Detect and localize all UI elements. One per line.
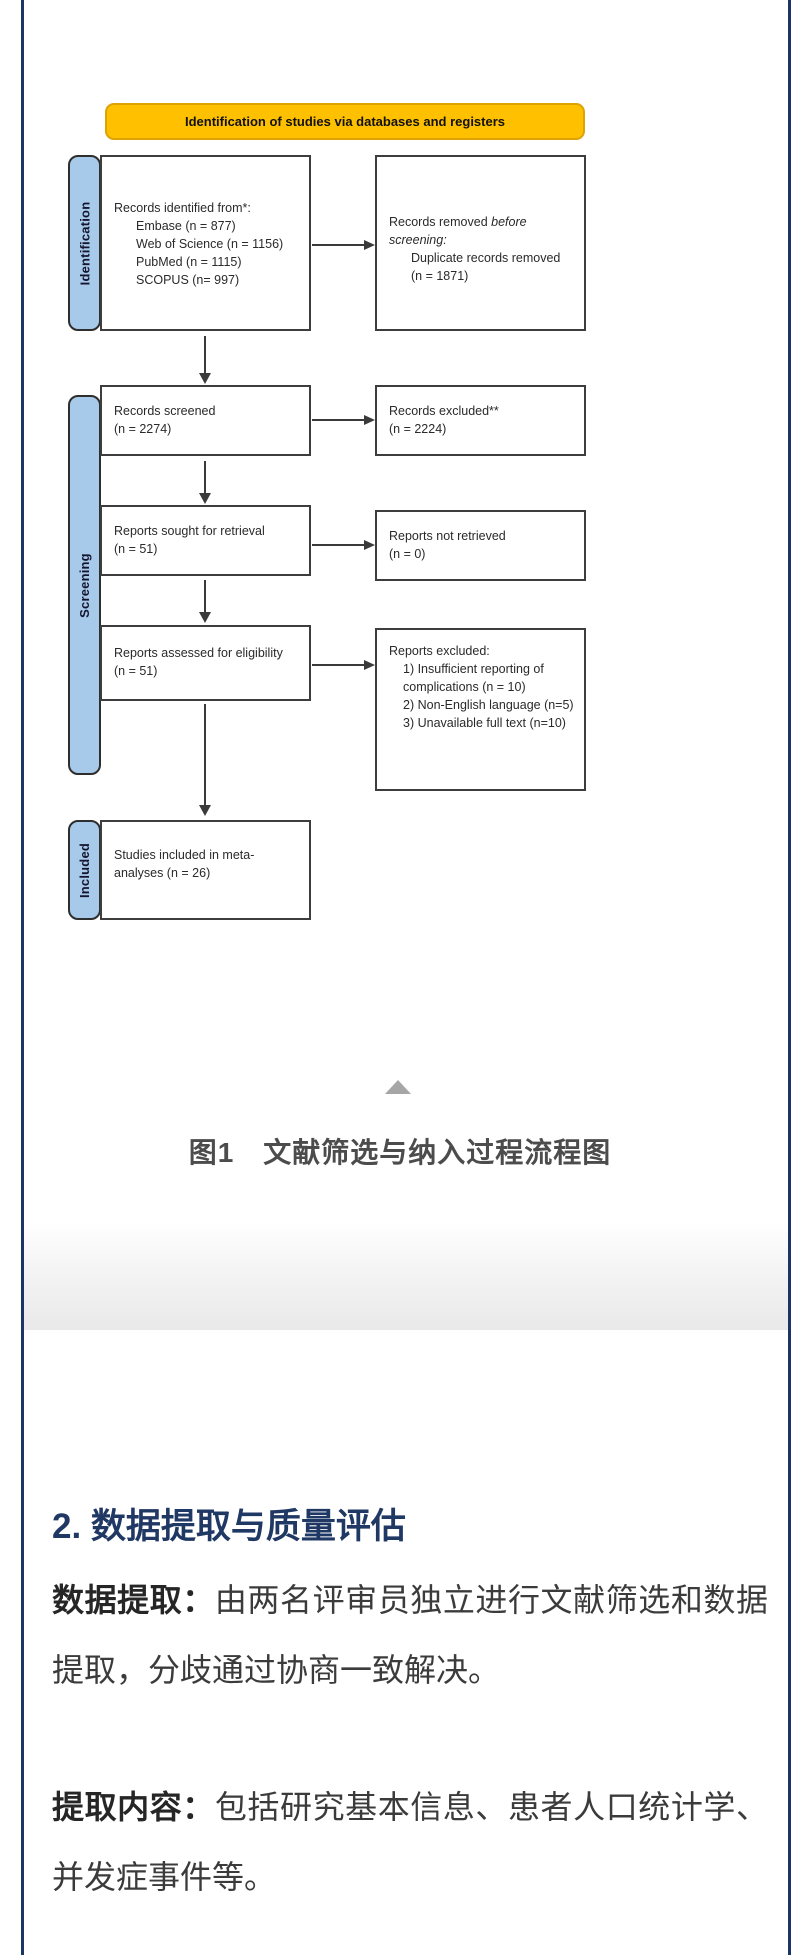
box-line: 1) Insufficient reporting of complicatio… (403, 662, 544, 694)
box-line: (n = 51) (114, 542, 158, 556)
paragraph-extraction-content: 提取内容：包括研究基本信息、患者人口统计学、并发症事件等。 (52, 1772, 768, 1912)
arrow-down-4 (199, 704, 211, 816)
box-line: Duplicate records removed (411, 251, 561, 265)
section-heading: 2. 数据提取与质量评估 (52, 1507, 406, 1546)
box-reports-sought: Reports sought for retrieval (n = 51) (100, 505, 311, 576)
paragraph-lead: 提取内容： (52, 1789, 215, 1825)
box-reports-assessed: Reports assessed for eligibility (n = 51… (100, 625, 311, 701)
page-right-border (788, 0, 791, 1955)
arrow-right-row4 (312, 660, 375, 670)
prisma-banner: Identification of studies via databases … (105, 103, 585, 140)
box-reports-excluded: Reports excluded: 1) Insufficient report… (375, 628, 586, 791)
paragraph-data-extraction: 数据提取：由两名评审员独立进行文献筛选和数据提取，分歧通过协商一致解决。 (52, 1565, 768, 1705)
box-title: Records identified from*: (114, 201, 251, 215)
box-line: (n = 2274) (114, 422, 172, 436)
box-line: (n = 0) (389, 547, 426, 561)
box-line: (n = 2224) (389, 422, 447, 436)
arrow-right-row3 (312, 540, 375, 550)
box-line: Embase (n = 877) (136, 219, 236, 233)
box-line: Records excluded** (389, 404, 499, 418)
box-line: analyses (n = 26) (114, 866, 211, 880)
box-records-screened: Records screened (n = 2274) (100, 385, 311, 456)
box-line: PubMed (n = 1115) (136, 255, 242, 269)
box-records-identified: Records identified from*: Embase (n = 87… (100, 155, 311, 331)
box-title: Reports excluded: (389, 644, 490, 658)
box-line: (n = 51) (114, 664, 158, 678)
arrow-right-row1 (312, 240, 375, 250)
box-records-excluded: Records excluded** (n = 2224) (375, 385, 586, 456)
box-line: Studies included in meta- (114, 848, 255, 862)
box-reports-not-retrieved: Reports not retrieved (n = 0) (375, 510, 586, 581)
stage-screening-label: Screening (77, 552, 92, 618)
arrow-down-1 (199, 336, 211, 384)
box-line: Reports sought for retrieval (114, 524, 265, 538)
box-line: Web of Science (n = 1156) (136, 237, 284, 251)
stage-included-label: Included (77, 842, 92, 898)
section-divider-band (24, 1222, 788, 1330)
box-title-text: Records removed (389, 215, 492, 229)
figure-caption: 图1 文献筛选与纳入过程流程图 (188, 1137, 612, 1168)
box-studies-included: Studies included in meta- analyses (n = … (100, 820, 311, 920)
stage-included: Included (68, 820, 101, 920)
box-line: Reports not retrieved (389, 529, 506, 543)
box-line: SCOPUS (n= 997) (136, 273, 240, 287)
paragraph-text: 由两名评审员独立进行文献筛选和数据提取，分歧通过协商一致解决。 (52, 1582, 768, 1688)
box-line: 2) Non-English language (n=5) (403, 698, 574, 712)
box-title: Records removed before screening: (389, 213, 576, 249)
arrow-down-2 (199, 461, 211, 504)
stage-identification: Identification (68, 155, 101, 331)
paragraph-text: 包括研究基本信息、患者人口统计学、并发症事件等。 (52, 1789, 768, 1895)
box-line: (n = 1871) (411, 269, 469, 283)
page-left-border (21, 0, 24, 1955)
stage-screening: Screening (68, 395, 101, 775)
collapse-triangle-icon[interactable] (385, 1080, 411, 1094)
box-records-removed: Records removed before screening: Duplic… (375, 155, 586, 331)
box-title-italic: before screening: (389, 215, 527, 247)
paragraph-lead: 数据提取： (52, 1582, 215, 1618)
arrow-right-row2 (312, 415, 375, 425)
box-line: 3) Unavailable full text (n=10) (403, 716, 566, 730)
arrow-down-3 (199, 580, 211, 623)
box-line: Records screened (114, 404, 216, 418)
box-line: Reports assessed for eligibility (114, 646, 283, 660)
stage-identification-label: Identification (77, 201, 93, 285)
